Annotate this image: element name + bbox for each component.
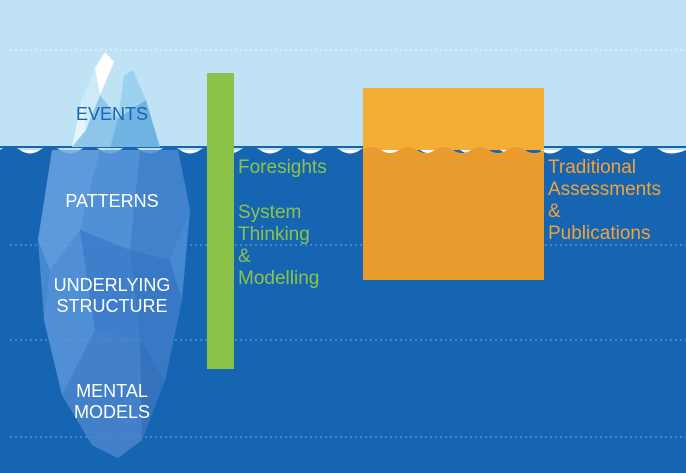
ampersand-text: & <box>238 246 251 267</box>
system-thinking-label: System Thinking & Modelling <box>238 202 319 290</box>
modelling-text: Modelling <box>238 268 320 289</box>
green-bar <box>207 73 234 369</box>
underlying-text: UNDERLYING <box>53 275 171 295</box>
level-patterns-label: PATTERNS <box>37 191 187 212</box>
level-mental-models-label: MENTAL MODELS <box>37 381 187 423</box>
patterns-text: PATTERNS <box>65 191 159 211</box>
orange-box-below <box>363 147 544 280</box>
assessments-text: Assessments <box>548 179 661 200</box>
mental-text: MENTAL <box>76 381 148 401</box>
structure-text: STRUCTURE <box>56 296 168 316</box>
models-text: MODELS <box>73 402 151 422</box>
publications-text: Publications <box>548 223 651 244</box>
level-underlying-structure-label: UNDERLYING STRUCTURE <box>37 275 187 317</box>
level-events-label: EVENTS <box>37 104 187 125</box>
orange-box-above <box>363 88 544 150</box>
foresights-label: Foresights <box>238 157 327 178</box>
thinking-text: Thinking <box>238 224 310 245</box>
traditional-assessments-label: Traditional Assessments & Publications <box>548 157 661 245</box>
orange-ampersand-text: & <box>548 201 561 222</box>
iceberg-tip <box>72 52 160 147</box>
traditional-text: Traditional <box>548 157 637 178</box>
iceberg-submerged <box>38 150 190 458</box>
system-text: System <box>238 202 302 223</box>
events-text: EVENTS <box>75 104 149 124</box>
